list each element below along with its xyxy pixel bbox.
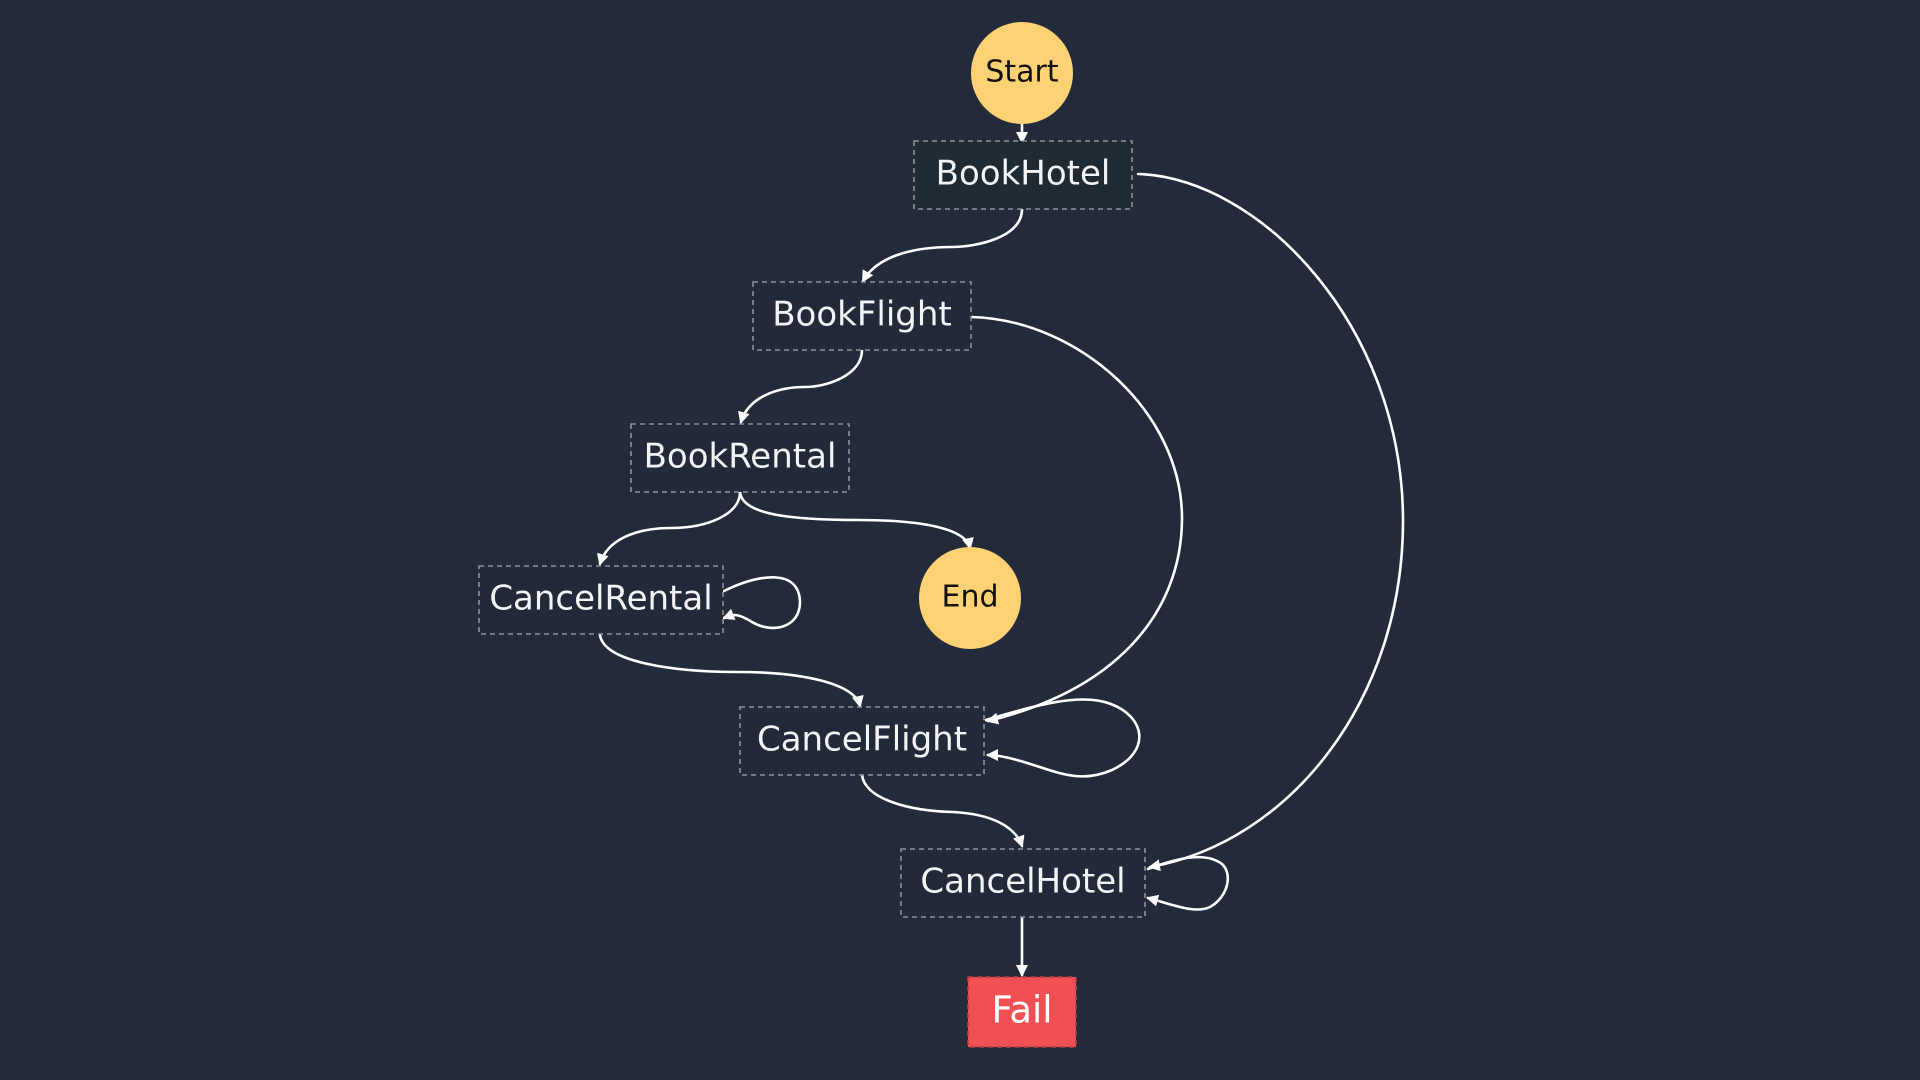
edge-cancelflight-to-cancelhotel [860,773,1025,848]
edge-bookhotel-to-cancelhotel [1136,172,1405,872]
cancel-rental-label: CancelRental [489,579,712,619]
start-circle [971,22,1073,124]
cancel-hotel-box [900,848,1146,918]
book-hotel-label: BookHotel [936,154,1111,194]
state-cancel-flight[interactable]: CancelFlight [739,706,985,776]
book-flight-label: BookFlight [772,295,952,335]
cancel-flight-box [739,706,985,776]
cancel-hotel-label: CancelHotel [920,862,1125,902]
end-node[interactable]: End [919,547,1021,649]
edge-bookflight-to-bookrental [738,348,864,424]
edge-cancelflight-self-loop [984,698,1141,778]
edge-bookhotel-to-bookflight [861,207,1024,283]
fail-node[interactable]: Fail [967,976,1077,1048]
cancel-rental-box [478,565,724,635]
edge-bookrental-to-cancelrental [597,490,742,566]
state-cancel-hotel[interactable]: CancelHotel [900,848,1146,918]
fail-box [967,976,1077,1048]
state-book-rental[interactable]: BookRental [630,423,850,493]
book-flight-box [752,281,972,351]
state-book-flight[interactable]: BookFlight [752,281,972,351]
start-node[interactable]: Start [971,22,1073,124]
edge-cancelrental-to-cancelflight [598,633,864,708]
end-circle [919,547,1021,649]
cancel-flight-label: CancelFlight [757,720,967,760]
book-rental-box [630,423,850,493]
edge-cancelhotel-self-loop [1146,855,1230,911]
edge-bookflight-to-cancelflight [970,315,1184,725]
start-label: Start [985,55,1059,90]
fail-label: Fail [991,989,1052,1032]
book-hotel-box [913,140,1133,210]
edge-cancelrental-self-loop [722,576,802,630]
state-book-hotel[interactable]: BookHotel [913,140,1133,210]
edge-bookrental-to-end [738,490,974,550]
book-rental-label: BookRental [644,437,837,477]
state-cancel-rental[interactable]: CancelRental [478,565,724,635]
end-label: End [941,580,998,615]
